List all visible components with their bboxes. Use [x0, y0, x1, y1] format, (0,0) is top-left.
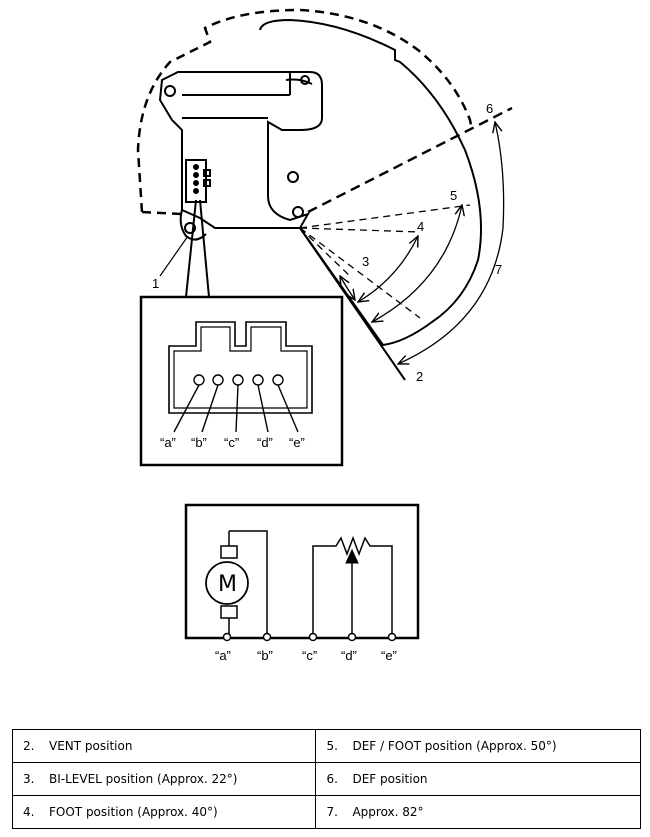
callout-5: 5 — [450, 188, 457, 203]
arc-foot — [358, 236, 418, 302]
door-outline-dashed — [136, 8, 474, 213]
legend-number: 5. — [326, 739, 338, 753]
legend-table: 2. VENT position 5. DEF / FOOT position (A… — [11, 729, 641, 829]
motor-label: M — [218, 572, 237, 597]
arc-approx82 — [398, 122, 505, 364]
legend-number: 4. — [23, 805, 35, 819]
potentiometer — [312, 535, 393, 637]
connector-pin-d: “d” — [257, 435, 273, 450]
legend-cell: 2. VENT position — [11, 729, 317, 763]
connector-pin-a: “a” — [160, 435, 176, 450]
legend-cell: 4. FOOT position (Approx. 40°) — [11, 795, 317, 829]
schematic — [184, 503, 420, 642]
line-deffoot — [299, 204, 471, 229]
legend-row: 3. BI-LEVEL position (Approx. 22°) 6. DEF … — [11, 762, 641, 796]
schematic-pin-a: “a” — [215, 648, 231, 663]
door-outline-bottom-dashed — [141, 210, 183, 216]
callout-6: 6 — [486, 101, 493, 116]
legend-text: Approx. 82° — [352, 805, 424, 819]
connector-housing — [168, 321, 313, 414]
legend-row: 2. VENT position 5. DEF / FOOT position (A… — [11, 729, 641, 763]
line-bilevel — [299, 227, 353, 279]
zoom-leader-right — [199, 199, 210, 298]
callout-4: 4 — [417, 219, 424, 234]
actuator-body — [158, 71, 323, 241]
legend-cell: 6. DEF position — [315, 762, 641, 796]
connector-pin-c: “c” — [224, 435, 239, 450]
connector-pin-b: “b” — [191, 435, 207, 450]
leader-1 — [159, 235, 189, 277]
legend-number: 7. — [326, 805, 338, 819]
zoom-leader-left — [185, 199, 197, 298]
callout-7: 7 — [495, 262, 502, 277]
legend-text: VENT position — [49, 739, 133, 753]
line-foot — [299, 227, 421, 319]
line-vent — [299, 227, 406, 381]
connector-detail: “a” “b” “c” “d” “e” — [139, 295, 344, 467]
schematic-pin-b: “b” — [257, 648, 273, 663]
legend-cell: 3. BI-LEVEL position (Approx. 22°) — [11, 762, 317, 796]
legend-row: 4. FOOT position (Approx. 40°) 7. Approx. … — [11, 795, 641, 829]
line-def — [307, 106, 513, 214]
angle-arcs — [340, 122, 505, 364]
callout-3: 3 — [362, 254, 369, 269]
legend-cell: 7. Approx. 82° — [315, 795, 641, 829]
motor-symbol — [205, 561, 249, 605]
legend-text: DEF / FOOT position (Approx. 50°) — [352, 739, 557, 753]
legend-number: 2. — [23, 739, 35, 753]
arc-bilevel — [340, 276, 355, 300]
schematic-pin-c: “c” — [302, 648, 317, 663]
legend-cell: 5. DEF / FOOT position (Approx. 50°) — [315, 729, 641, 763]
callout-2: 2 — [416, 369, 423, 384]
callout-1: 1 — [152, 276, 159, 291]
legend-text: BI-LEVEL position (Approx. 22°) — [49, 772, 238, 786]
legend-number: 3. — [23, 772, 35, 786]
legend-text: DEF position — [352, 772, 428, 786]
legend-text: FOOT position (Approx. 40°) — [49, 805, 218, 819]
legend-number: 6. — [326, 772, 338, 786]
connector-pin-e: “e” — [289, 435, 305, 450]
schematic-pin-e: “e” — [381, 648, 397, 663]
schematic-pin-d: “d” — [341, 648, 357, 663]
wiper-arrow — [345, 548, 359, 564]
line-foot2 — [299, 227, 421, 233]
